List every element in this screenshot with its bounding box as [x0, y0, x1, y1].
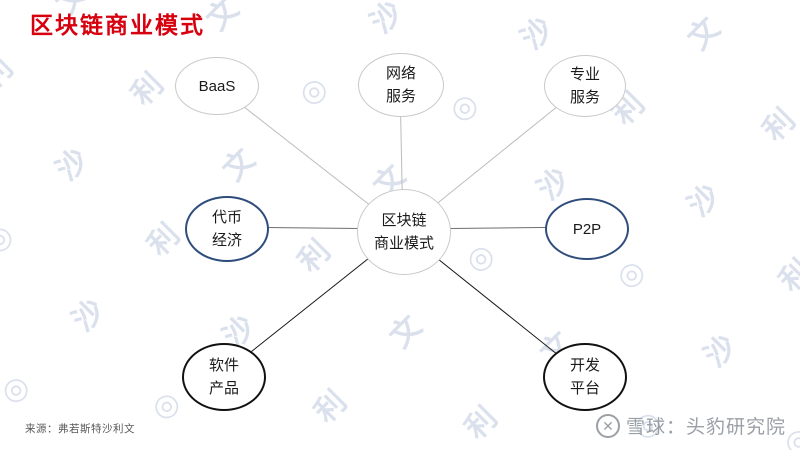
- node-token-economy: 代币 经济: [185, 196, 269, 262]
- node-center-line2: 商业模式: [373, 235, 434, 252]
- node-center-line1: 区块链: [381, 212, 427, 229]
- node-network-services: 网络 服务: [358, 53, 444, 117]
- node-platform-line1: 开发: [569, 357, 600, 374]
- node-software-products: 软件 产品: [182, 343, 266, 411]
- node-professional-services: 专业 服务: [544, 55, 626, 117]
- node-token-line2: 经济: [211, 232, 242, 249]
- node-p2p: P2P: [545, 198, 629, 260]
- brand-text: 雪球：头豹研究院: [625, 417, 786, 438]
- node-professional-line2: 服务: [569, 89, 600, 106]
- source-note: 来源：弗若斯特沙利文: [25, 423, 135, 435]
- node-network-line1: 网络: [385, 65, 416, 82]
- xueqiu-logo-icon: ✕: [595, 413, 620, 438]
- node-professional-line1: 专业: [569, 66, 600, 83]
- node-token-line1: 代币: [211, 209, 242, 226]
- node-center-blockchain-business-model: 区块链 商业模式: [357, 189, 451, 275]
- node-platform-line2: 平台: [569, 380, 600, 397]
- node-development-platform: 开发 平台: [543, 343, 627, 411]
- page-title: 区块链商业模式: [30, 12, 205, 38]
- node-baas-label: BaaS: [198, 77, 236, 95]
- node-software-line1: 软件: [208, 357, 239, 374]
- node-p2p-label: P2P: [572, 220, 602, 238]
- node-software-line2: 产品: [208, 380, 239, 397]
- brand-footer: ✕ 雪球：头豹研究院: [595, 412, 786, 439]
- node-network-line2: 服务: [385, 88, 416, 105]
- node-baas: BaaS: [175, 57, 259, 115]
